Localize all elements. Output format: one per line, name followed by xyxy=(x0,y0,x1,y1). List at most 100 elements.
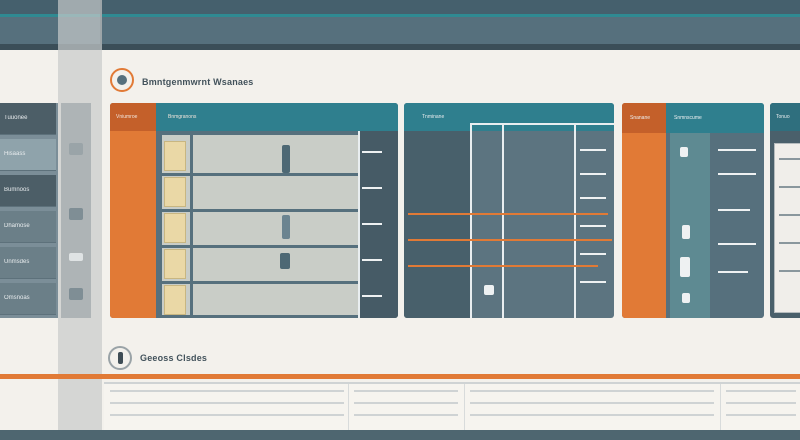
panel-chart: Tnminane xyxy=(404,103,614,318)
chart-orange-line xyxy=(408,265,598,267)
folder-icon[interactable] xyxy=(69,208,83,220)
chart-side-tick xyxy=(580,197,606,199)
list-item[interactable] xyxy=(718,243,756,245)
panel-header-label: Snmnscume xyxy=(674,115,702,121)
panel-header-label: Tnminane xyxy=(422,114,445,120)
list-item[interactable] xyxy=(779,158,800,160)
document-icon[interactable] xyxy=(69,143,83,155)
sidebar-item-label: Hisaass xyxy=(4,151,26,157)
sidebar-item-1[interactable]: Tuuonee xyxy=(0,103,56,135)
panel-list: Snanane Snmnscume xyxy=(622,103,764,318)
sidebar-item-4[interactable]: Dhamose xyxy=(0,211,56,243)
grid-cell[interactable] xyxy=(164,285,186,315)
grid-row-divider xyxy=(162,281,358,284)
table-row[interactable] xyxy=(470,414,714,416)
drag-handle[interactable] xyxy=(282,145,290,173)
table-row[interactable] xyxy=(354,402,458,404)
panel-teal-column xyxy=(670,133,710,318)
panel-orange-header: Snanane xyxy=(622,103,666,133)
lock-icon[interactable] xyxy=(682,293,690,303)
sidebar-item-label: Dhamose xyxy=(4,223,30,229)
panel-header-label: Snanane xyxy=(630,115,651,121)
panel-shade xyxy=(404,131,472,318)
sidebar-item-6[interactable]: Omsnoas xyxy=(0,283,56,315)
table-row[interactable] xyxy=(726,390,796,392)
chart-vertical-line xyxy=(470,123,472,318)
side-list-item[interactable] xyxy=(362,151,382,153)
drag-handle[interactable] xyxy=(280,253,290,269)
list-item[interactable] xyxy=(779,242,800,244)
panel-header-label: Bnmgranons xyxy=(168,114,197,120)
chart-orange-line xyxy=(408,213,608,215)
sidebar-icon-column xyxy=(61,103,91,318)
pin-icon[interactable] xyxy=(484,285,494,295)
panel-partial: Tonuo xyxy=(770,103,800,318)
sidebar-item-label: Omsnoas xyxy=(4,295,30,301)
grid-cell[interactable] xyxy=(164,141,186,171)
grid-column-divider xyxy=(190,135,193,315)
list-item[interactable] xyxy=(718,173,756,175)
table-row[interactable] xyxy=(726,402,796,404)
panel-header: Bnmgranons xyxy=(110,103,398,131)
table-column-divider xyxy=(348,384,349,440)
side-list-item[interactable] xyxy=(362,295,382,297)
table-row[interactable] xyxy=(110,402,344,404)
panel-orange-grid: Bnmgranons Vniumroe xyxy=(110,103,398,318)
panel-header: Tnminane xyxy=(404,103,614,131)
table-column-divider xyxy=(720,384,721,440)
sidebar-item-5[interactable]: Unmsdes xyxy=(0,247,56,279)
sidebar-nav: Tuuonee Hisaass Bumnoos Dhamose Unmsdes … xyxy=(0,103,58,318)
chart-vertical-line xyxy=(574,123,576,318)
side-list-item[interactable] xyxy=(362,259,382,261)
sidebar-item-3[interactable]: Bumnoos xyxy=(0,175,56,207)
grid-cell[interactable] xyxy=(164,249,186,279)
side-list-item[interactable] xyxy=(362,223,382,225)
top-header-accent-line xyxy=(0,14,800,17)
table-row[interactable] xyxy=(110,390,344,392)
list-item[interactable] xyxy=(779,214,800,216)
panel-side-list xyxy=(358,131,398,318)
grid-cell[interactable] xyxy=(164,177,186,207)
top-header-edge xyxy=(0,44,800,50)
panel-header: Snmnscume xyxy=(666,103,764,133)
chart-side-tick xyxy=(580,149,606,151)
panel-orange-column xyxy=(622,103,666,318)
side-divider xyxy=(358,131,360,318)
gear-icon[interactable] xyxy=(110,68,134,92)
table-row[interactable] xyxy=(110,414,344,416)
list-item[interactable] xyxy=(718,271,748,273)
chart-vertical-line xyxy=(502,123,504,318)
table-row[interactable] xyxy=(470,390,714,392)
table-row[interactable] xyxy=(470,402,714,404)
top-header-band xyxy=(0,0,800,14)
table-row[interactable] xyxy=(354,414,458,416)
chart-top-line xyxy=(470,123,614,125)
key-icon[interactable] xyxy=(108,346,132,370)
table-row[interactable] xyxy=(726,414,796,416)
sidebar-item-2[interactable]: Hisaass xyxy=(0,139,56,171)
data-grid xyxy=(162,135,358,315)
list-item[interactable] xyxy=(718,209,750,211)
drag-handle[interactable] xyxy=(282,215,290,239)
grid-row-divider xyxy=(162,173,358,176)
archive-icon[interactable] xyxy=(69,288,83,300)
table-row[interactable] xyxy=(354,390,458,392)
section-title-management: Bmntgenmwrnt Wsanaes xyxy=(142,77,254,87)
chart-side-tick xyxy=(580,173,606,175)
chart-side-tick xyxy=(580,253,606,255)
sidebar-item-label: Bumnoos xyxy=(4,187,30,193)
bottom-bar xyxy=(0,430,800,440)
info-icon[interactable] xyxy=(680,147,688,157)
grid-cell[interactable] xyxy=(164,213,186,243)
section-title-general: Geeoss Clsdes xyxy=(140,353,208,363)
tag-icon[interactable] xyxy=(682,225,690,239)
sidebar-item-label: Tuuonee xyxy=(4,115,28,121)
list-item[interactable] xyxy=(779,270,800,272)
list-item[interactable] xyxy=(779,186,800,188)
side-list-item[interactable] xyxy=(362,187,382,189)
document-icon[interactable] xyxy=(680,257,690,277)
list-item[interactable] xyxy=(718,149,756,151)
card-icon[interactable] xyxy=(69,253,83,261)
panel-header-label: Vniumroe xyxy=(116,114,138,120)
grid-row-divider xyxy=(162,209,358,212)
